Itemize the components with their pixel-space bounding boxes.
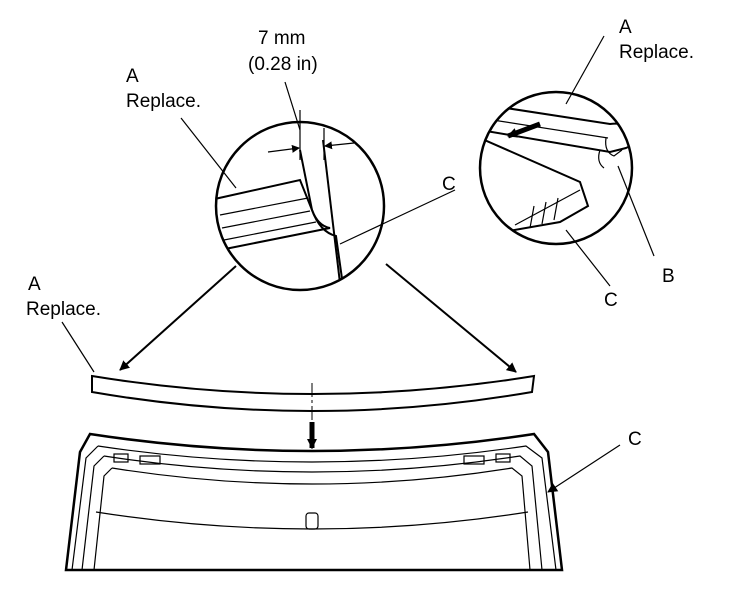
callout-b: B	[662, 266, 675, 287]
dimension-mm-label: 7 mm	[258, 28, 306, 49]
callout-c-left-circle: C	[442, 174, 456, 195]
callout-a-top-left-replace: Replace.	[126, 91, 201, 112]
windshield-glass	[64, 432, 564, 572]
detail-circle-right	[478, 90, 634, 246]
callout-a-molding: A	[28, 274, 41, 295]
callout-a-top-right: A	[619, 17, 632, 38]
dimension-inch-label: (0.28 in)	[248, 54, 318, 75]
callout-c-right-circle: C	[604, 290, 618, 311]
detail-circle-left	[214, 81, 386, 292]
callout-c-windshield: C	[628, 429, 642, 450]
callout-a-top-left: A	[126, 66, 139, 87]
callout-a-molding-replace: Replace.	[26, 299, 101, 320]
callout-a-top-right-replace: Replace.	[619, 42, 694, 63]
molding-a	[91, 374, 536, 412]
